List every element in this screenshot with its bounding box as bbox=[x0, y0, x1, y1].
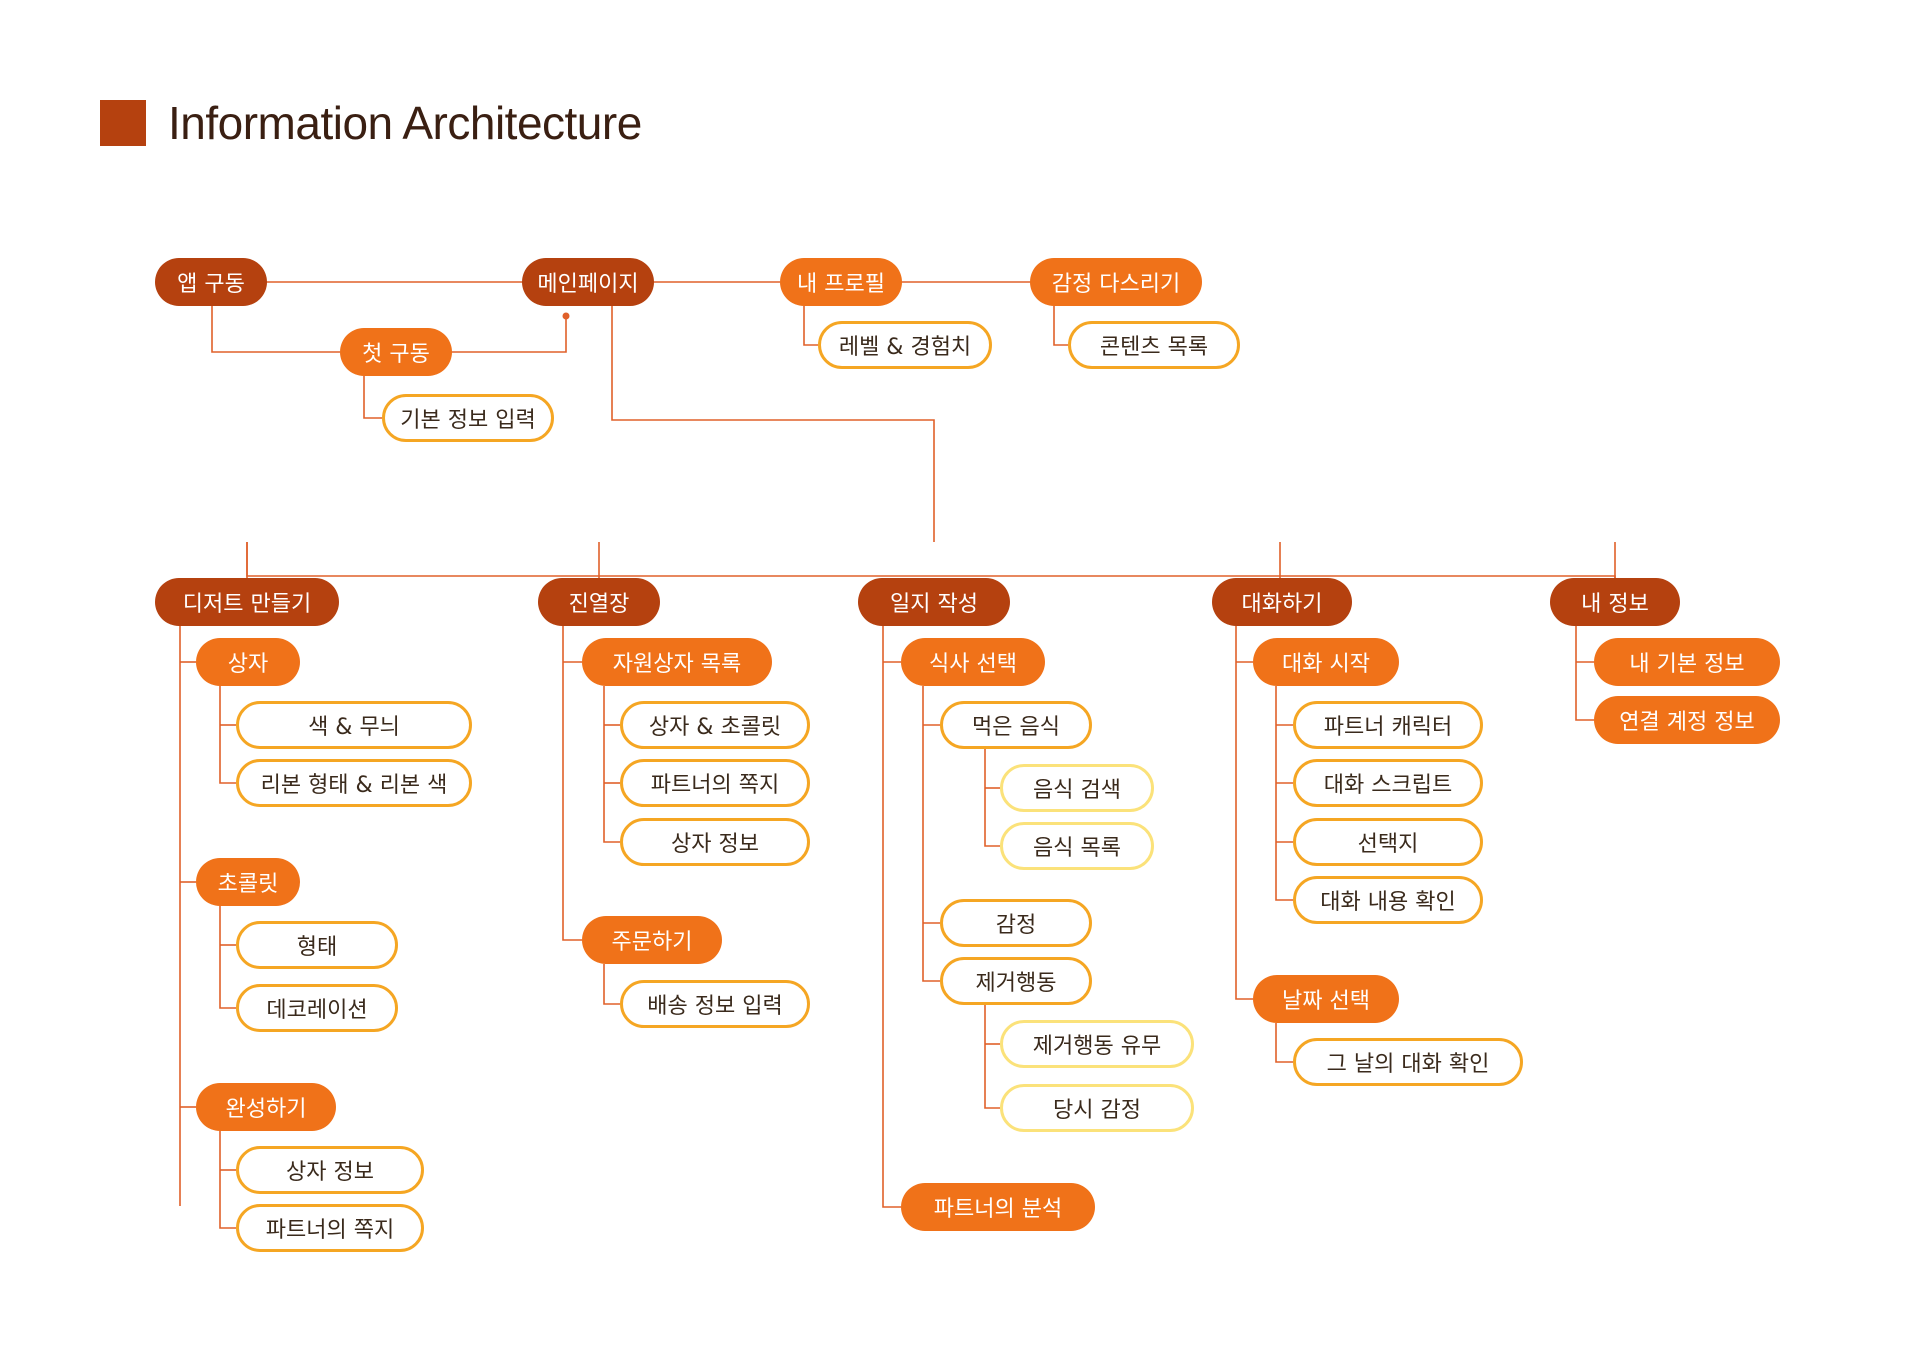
node-first-launch: 첫 구동 bbox=[340, 328, 452, 376]
node-chocolate: 초콜릿 bbox=[196, 858, 300, 906]
connector-line bbox=[363, 376, 382, 419]
node-eaten-food: 먹은 음식 bbox=[940, 701, 1092, 749]
node-partner-note-2: 파트너의 쪽지 bbox=[620, 759, 810, 807]
node-complete: 완성하기 bbox=[196, 1083, 336, 1131]
node-box-info-1: 상자 정보 bbox=[236, 1146, 424, 1194]
node-diary-write: 일지 작성 bbox=[858, 578, 1010, 626]
node-dessert-make: 디저트 만들기 bbox=[155, 578, 339, 626]
node-resource-box-list: 자원상자 목록 bbox=[582, 638, 772, 686]
node-partner-analysis: 파트너의 분석 bbox=[901, 1183, 1095, 1231]
node-box-info-2: 상자 정보 bbox=[620, 818, 810, 866]
connector-dot bbox=[562, 312, 570, 320]
node-partner-character: 파트너 캐릭터 bbox=[1293, 701, 1483, 749]
node-conversation-check: 대화 내용 확인 bbox=[1293, 876, 1483, 924]
node-order: 주문하기 bbox=[582, 916, 722, 964]
connector-line bbox=[611, 306, 935, 542]
node-decoration: 데코레이션 bbox=[236, 984, 398, 1032]
node-app-launch: 앱 구동 bbox=[155, 258, 267, 306]
node-basic-info-input: 기본 정보 입력 bbox=[382, 394, 554, 442]
node-emotion: 감정 bbox=[940, 899, 1092, 947]
node-partner-note-1: 파트너의 쪽지 bbox=[236, 1204, 424, 1252]
connector-line bbox=[219, 1131, 236, 1229]
node-purge-yes-no: 제거행동 유무 bbox=[1000, 1020, 1194, 1068]
page-title: Information Architecture bbox=[168, 97, 642, 149]
node-linked-account-info: 연결 계정 정보 bbox=[1594, 696, 1780, 744]
connector-line bbox=[984, 1005, 1000, 1109]
node-shape: 형태 bbox=[236, 921, 398, 969]
node-meal-select: 식사 선택 bbox=[901, 638, 1045, 686]
node-emotion-care: 감정 다스리기 bbox=[1030, 258, 1202, 306]
connector-line bbox=[922, 686, 940, 982]
connector-line bbox=[1235, 626, 1253, 1000]
node-level-exp: 레벨 & 경험치 bbox=[818, 321, 992, 369]
node-contents-list: 콘텐츠 목록 bbox=[1068, 321, 1240, 369]
node-start-conversation: 대화 시작 bbox=[1253, 638, 1399, 686]
node-display-stand: 진열장 bbox=[538, 578, 660, 626]
connector-line bbox=[450, 316, 567, 353]
node-emotion-at-time: 당시 감정 bbox=[1000, 1084, 1194, 1132]
node-shipping-info-input: 배송 정보 입력 bbox=[620, 980, 810, 1028]
connector-line bbox=[246, 542, 1616, 578]
connector-line bbox=[211, 306, 340, 353]
title-square-icon bbox=[100, 100, 146, 146]
node-food-list: 음식 목록 bbox=[1000, 822, 1154, 870]
node-ribbon-shape-color: 리본 형태 & 리본 색 bbox=[236, 759, 472, 807]
node-conversation-script: 대화 스크립트 bbox=[1293, 759, 1483, 807]
node-my-profile: 내 프로필 bbox=[780, 258, 902, 306]
connector-line bbox=[984, 749, 1000, 847]
node-day-conversation-check: 그 날의 대화 확인 bbox=[1293, 1038, 1523, 1086]
connector-line bbox=[1275, 686, 1293, 901]
node-main-page: 메인페이지 bbox=[522, 258, 654, 306]
node-box-chocolate: 상자 & 초콜릿 bbox=[620, 701, 810, 749]
title-block: Information Architecture bbox=[100, 97, 642, 149]
connector-line bbox=[219, 686, 236, 784]
connector-line bbox=[562, 626, 582, 941]
node-my-basic-info: 내 기본 정보 bbox=[1594, 638, 1780, 686]
node-date-select: 날짜 선택 bbox=[1253, 975, 1399, 1023]
connector-line bbox=[803, 306, 818, 346]
connector-line bbox=[603, 964, 620, 1005]
node-purge-behavior: 제거행동 bbox=[940, 957, 1092, 1005]
node-choices: 선택지 bbox=[1293, 818, 1483, 866]
connector-line bbox=[882, 626, 901, 1208]
node-my-info: 내 정보 bbox=[1550, 578, 1680, 626]
node-color-pattern: 색 & 무늬 bbox=[236, 701, 472, 749]
connector-line bbox=[1053, 306, 1068, 346]
connector-line bbox=[603, 686, 620, 843]
connector-line bbox=[1275, 1023, 1293, 1063]
connector-line bbox=[219, 906, 236, 1009]
connector-line bbox=[1575, 626, 1594, 721]
node-conversation: 대화하기 bbox=[1212, 578, 1352, 626]
node-food-search: 음식 검색 bbox=[1000, 764, 1154, 812]
node-box: 상자 bbox=[196, 638, 300, 686]
